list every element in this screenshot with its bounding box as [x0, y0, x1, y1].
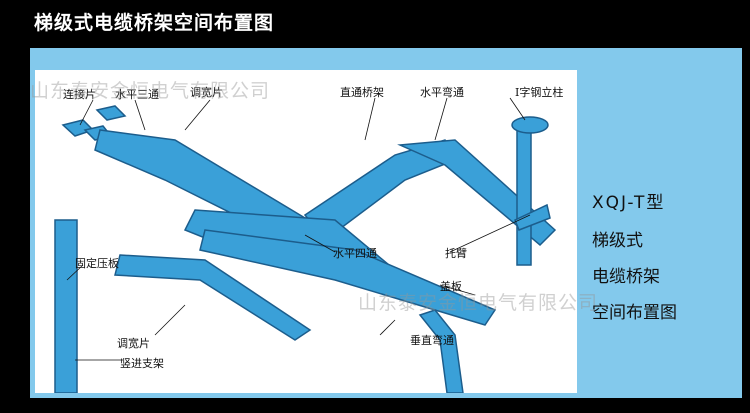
label-vertical-bend: 垂直弯通: [410, 334, 454, 347]
watermark-top: 山东泰安金恒电气有限公司: [30, 80, 271, 102]
label-fixing-plate: 固定压板: [75, 257, 119, 270]
side-model: XQJ-T型: [592, 193, 666, 213]
label-elbow: 水平弯通: [420, 86, 464, 99]
label-reducer-top: 调宽片: [190, 86, 223, 99]
i-column: [516, 124, 532, 266]
side-type: 梯级式: [592, 231, 643, 251]
label-straight: 直通桥架: [340, 86, 384, 99]
label-tee: 水平三通: [115, 88, 159, 101]
label-bracket: 托臂: [445, 247, 467, 260]
tray-vertical-bend: [418, 309, 464, 393]
label-cover: 盖板: [440, 280, 462, 293]
label-cross: 水平四通: [333, 247, 377, 260]
diagram-panel: 连接片 水平三通 调宽片 直通桥架 水平弯通 I字钢立柱 水平四通 托臂 固定压…: [30, 48, 742, 398]
bracket-arm: [514, 203, 551, 231]
cable-tray-diagram: [54, 97, 557, 393]
page-title: 梯级式电缆桥架空间布置图: [34, 12, 275, 34]
label-reducer-bottom: 调宽片: [117, 337, 150, 350]
side-product: 电缆桥架: [592, 267, 660, 287]
side-layout: 空间布置图: [592, 303, 677, 323]
label-i-column: I字钢立柱: [515, 86, 564, 99]
tray-reducer-lower: [114, 254, 312, 341]
connector-piece-3: [95, 105, 127, 121]
i-column-cap: [511, 116, 549, 134]
diagram-canvas: 连接片 水平三通 调宽片 直通桥架 水平弯通 I字钢立柱 水平四通 托臂 固定压…: [35, 70, 577, 393]
vertical-support: [54, 219, 78, 393]
label-connector: 连接片: [63, 88, 96, 101]
tray-lower-right: [199, 229, 497, 326]
label-vertical-support: 竖进支架: [120, 357, 164, 370]
watermark-bottom: 山东泰安金恒电气有限公司: [358, 292, 599, 314]
